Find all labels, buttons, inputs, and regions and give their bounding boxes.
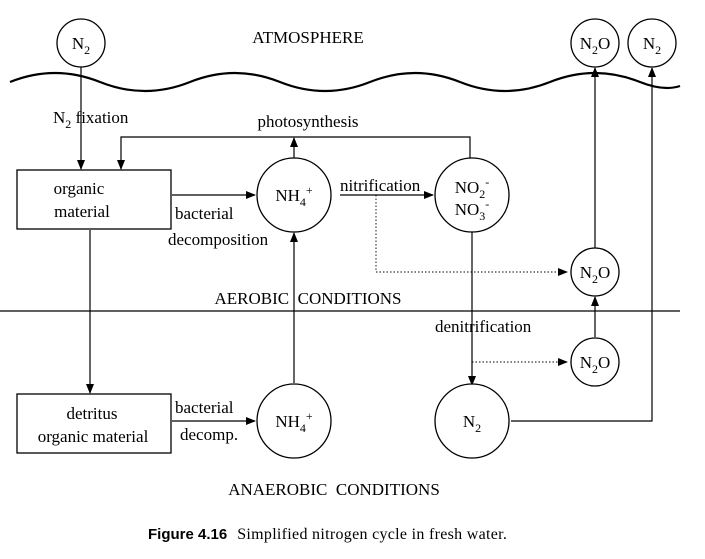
node-n2o-denitrification: N2O	[570, 337, 620, 387]
edge-nitrification-n2o	[375, 195, 568, 276]
node-nox: NO2- NO3-	[434, 157, 510, 233]
n2-atmosphere-left-label: N2	[72, 34, 90, 57]
node-nh4-aerobic: NH4+	[256, 157, 332, 233]
node-n2o-aerobic: N2O	[570, 247, 620, 297]
caption-text: Simplified nitrogen cycle in fresh water…	[237, 526, 507, 543]
denitrification-label: denitrification	[435, 317, 532, 336]
n2o-denitrification-label: N2O	[580, 353, 611, 376]
n2-anaerobic-label: N2	[463, 412, 481, 435]
n2o-atmosphere-label: N2O	[580, 34, 611, 57]
node-n2-atmosphere-left: N2	[56, 18, 106, 68]
nh4-anaerobic-label: NH4+	[275, 409, 313, 435]
n2o-aerobic-label: N2O	[580, 263, 611, 286]
detritus-line1: detritus	[67, 404, 118, 423]
n2-fixation-label: N2 fixation	[53, 108, 129, 131]
photosynthesis-label: photosynthesis	[257, 112, 358, 131]
node-n2-anaerobic: N2	[434, 383, 510, 459]
node-organic-material: organic material	[16, 169, 172, 230]
organic-material-line1: organic	[54, 179, 105, 198]
bacterial-decomp-line2: decomp.	[180, 425, 238, 444]
caption-number: Figure 4.16	[148, 526, 227, 543]
nh4-aerobic-label: NH4+	[275, 183, 313, 209]
node-nh4-anaerobic: NH4+	[256, 383, 332, 459]
detritus-line2: organic material	[38, 427, 149, 446]
anaerobic-conditions-label: ANAEROBIC CONDITIONS	[228, 480, 440, 499]
water-surface-wave	[9, 71, 681, 93]
n2-atmosphere-right-label: N2	[643, 34, 661, 57]
bacterial-decomposition-line2: decomposition	[168, 230, 269, 249]
node-n2-atmosphere-right: N2	[627, 18, 677, 68]
edge-n2-to-atmosphere	[511, 67, 656, 422]
no2-label: NO2-	[455, 175, 490, 201]
node-n2o-atmosphere: N2O	[570, 18, 620, 68]
node-detritus-organic-material: detritus organic material	[16, 393, 172, 454]
organic-material-line2: material	[54, 202, 110, 221]
atmosphere-label: ATMOSPHERE	[252, 28, 363, 47]
bacterial-decomp-line1: bacterial	[175, 398, 234, 417]
nitrification-label: nitrification	[340, 176, 421, 195]
aerobic-conditions-label: AEROBIC CONDITIONS	[215, 289, 402, 308]
figure-caption: Figure 4.16 Simplified nitrogen cycle in…	[148, 526, 507, 543]
bacterial-decomposition-line1: bacterial	[175, 204, 234, 223]
no3-label: NO3-	[455, 197, 490, 223]
